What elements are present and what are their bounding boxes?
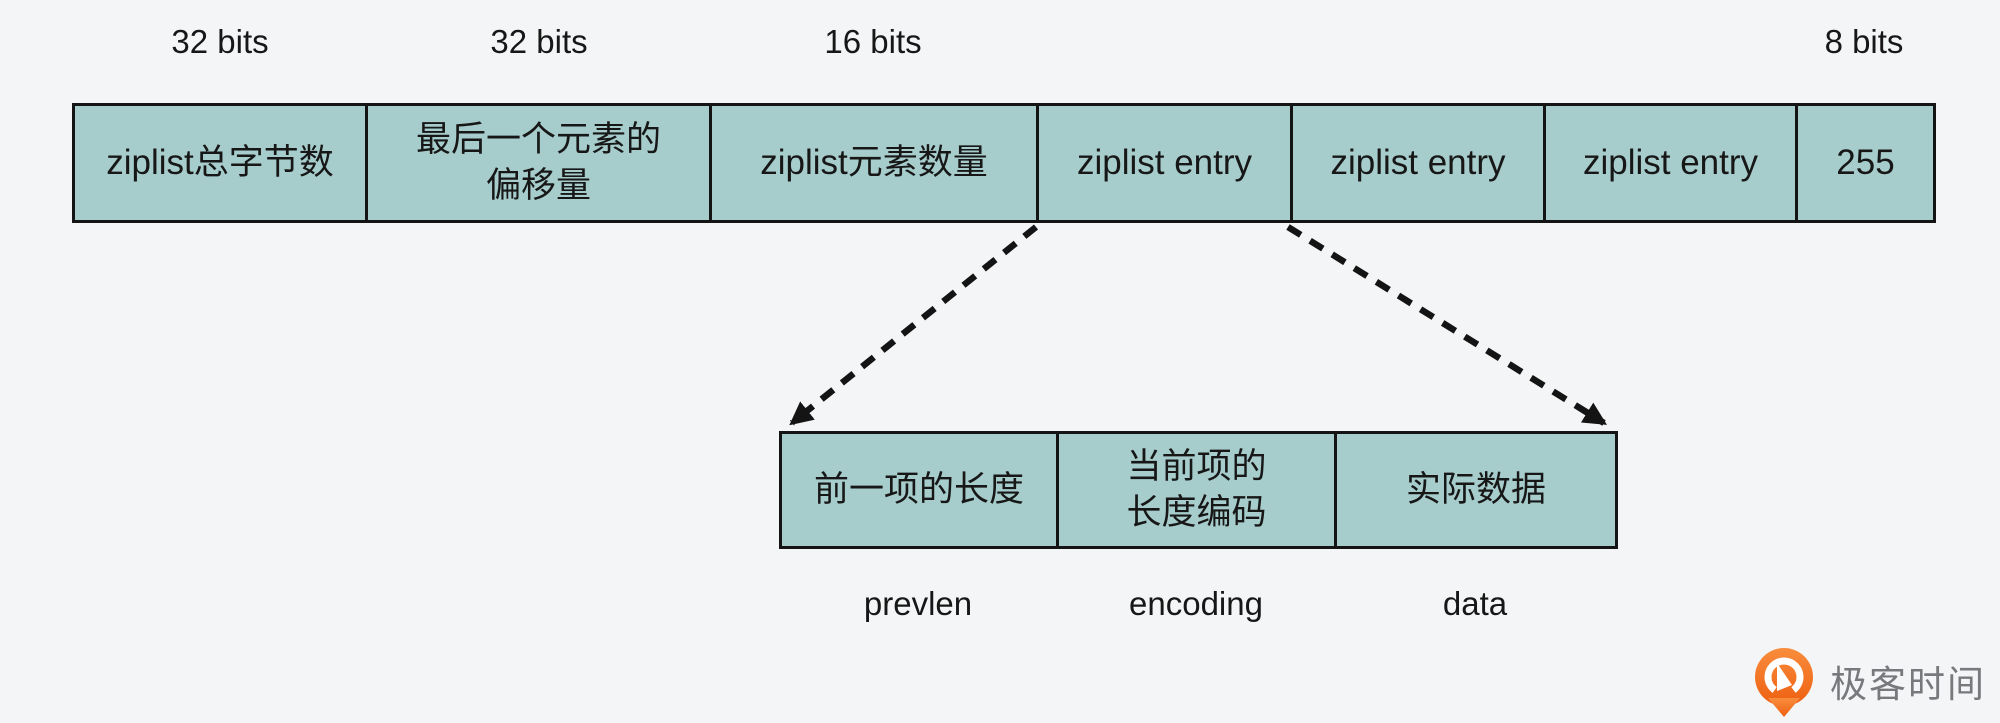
cell-text: 当前项的 [1126,447,1267,486]
cell-text: 实际数据 [1405,470,1546,509]
cell-last-entry-offset: 最后一个元素的 偏移量 [365,103,712,223]
entry-expand-arrow-right [1286,224,1607,426]
field-label-encoding: encoding [1129,585,1263,622]
cell-text: 最后一个元素的 [415,120,661,159]
cell-ziplist-entry-2: ziplist entry [1290,103,1546,223]
cell-text: 前一项的长度 [813,470,1024,509]
ziplist-header-row: ziplist总字节数 最后一个元素的 偏移量 ziplist元素数量 zipl… [72,103,1936,223]
cell-encoding: 当前项的 长度编码 [1056,431,1337,549]
cell-text: ziplist总字节数 [106,143,334,182]
field-label-prevlen: prevlen [863,585,973,622]
field-label-data: data [1442,585,1508,622]
bit-label-total-bytes: 32 bits [171,23,269,60]
cell-text: ziplist元素数量 [760,143,988,182]
bit-label-entry-count: 16 bits [824,23,922,60]
entry-expand-arrow-left [789,224,1039,426]
cell-text: ziplist entry [1582,143,1759,182]
bit-label-last-offset: 32 bits [490,23,588,60]
bit-label-end-byte: 8 bits [1824,23,1904,60]
cell-ziplist-entry-1: ziplist entry [1036,103,1293,223]
cell-text: ziplist entry [1076,143,1253,182]
cell-text: 长度编码 [1126,493,1267,532]
cell-text: ziplist entry [1330,143,1506,182]
cell-end-byte: 255 [1795,103,1936,223]
cell-text: 255 [1836,143,1895,182]
cell-prevlen: 前一项的长度 [779,431,1059,549]
cell-ziplist-entry-3: ziplist entry [1543,103,1798,223]
entry-detail-row: 前一项的长度 当前项的 长度编码 实际数据 [779,431,1618,549]
geektime-pin-icon [1748,646,1820,723]
cell-entry-count: ziplist元素数量 [709,103,1039,223]
geektime-logo: 极客时间 [1748,646,1986,723]
cell-text: 偏移量 [485,166,591,205]
cell-data: 实际数据 [1334,431,1618,549]
cell-total-bytes: ziplist总字节数 [72,103,368,223]
geektime-logo-text: 极客时间 [1830,663,1986,705]
